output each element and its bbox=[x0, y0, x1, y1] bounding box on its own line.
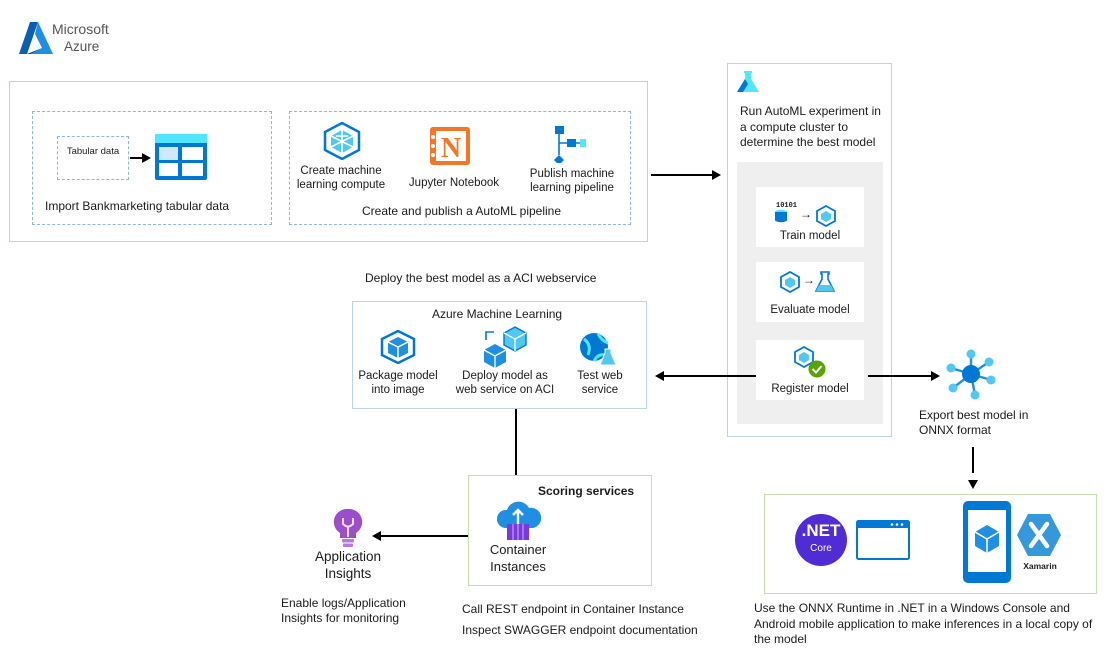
scoring-title: Scoring services bbox=[538, 484, 635, 498]
console-window-icon bbox=[856, 520, 910, 560]
evaluate-model-step bbox=[756, 262, 864, 322]
register-to-onnx-line bbox=[868, 375, 932, 377]
scoring-to-insights-line bbox=[381, 535, 468, 537]
dotnet-core-icon bbox=[795, 514, 847, 566]
onnx-to-runtime-line bbox=[972, 447, 974, 473]
dotnet-label: .NET bbox=[801, 521, 841, 540]
pipeline-to-automl-line bbox=[651, 174, 713, 176]
evaluate-model-icon bbox=[780, 271, 800, 293]
application-insights-label: Application Insights bbox=[314, 549, 382, 581]
ml-compute-icon bbox=[323, 122, 361, 160]
application-insights-caption: Enable logs/Application Insights for mon… bbox=[281, 596, 406, 625]
tabular-arrow-head bbox=[142, 153, 151, 163]
train-model-icon bbox=[816, 205, 836, 227]
import-caption: Import Bankmarketing tabular data bbox=[45, 199, 230, 213]
rest-line2: Inspect SWAGGER endpoint documentation bbox=[462, 623, 698, 637]
pipeline-caption: Create and publish a AutoML pipeline bbox=[362, 204, 562, 218]
dotnet-core-label: Core bbox=[810, 543, 832, 554]
deploy-caption: Deploy the best model as a ACI webservic… bbox=[365, 271, 597, 285]
evaluate-model-label: Evaluate model bbox=[770, 304, 850, 316]
ml-pipeline-icon bbox=[554, 126, 586, 163]
onnx-model-icon bbox=[946, 349, 996, 400]
tabular-data-label: Tabular data bbox=[66, 146, 120, 157]
register-to-aml-line bbox=[664, 375, 756, 377]
train-model-label: Train model bbox=[779, 230, 841, 242]
automl-title: Run AutoML experiment in a compute clust… bbox=[740, 104, 881, 149]
package-model-icon bbox=[380, 330, 416, 364]
jupyter-label: Jupyter Notebook bbox=[408, 177, 500, 189]
register-model-icon bbox=[794, 346, 814, 368]
flask-icon bbox=[815, 271, 835, 292]
logo-line2: Azure bbox=[64, 39, 100, 54]
package-model-label: Package model into image bbox=[358, 370, 438, 396]
jupyter-notebook-icon: N bbox=[430, 127, 470, 165]
test-web-service-icon bbox=[580, 333, 617, 366]
xamarin-icon bbox=[1017, 514, 1061, 556]
tabular-arrow-line bbox=[130, 157, 143, 159]
scoring-to-insights-head bbox=[372, 531, 381, 541]
deploy-model-label: Deploy model as web service on ACI bbox=[455, 370, 555, 396]
data-cylinder-icon bbox=[775, 209, 787, 223]
evaluate-arrow-icon: → bbox=[803, 273, 815, 287]
train-model-step bbox=[756, 187, 864, 247]
container-instances-icon bbox=[497, 501, 541, 540]
register-model-label: Register model bbox=[771, 383, 849, 395]
register-to-aml-head bbox=[655, 371, 664, 381]
rest-line1: Call REST endpoint in Container Instance bbox=[462, 602, 684, 616]
register-to-onnx-head bbox=[931, 371, 940, 381]
runtime-caption: Use the ONNX Runtime in .NET in a Window… bbox=[754, 601, 1093, 646]
onnx-caption: Export best model in ONNX format bbox=[919, 408, 1029, 437]
test-web-service-label: Test web service bbox=[577, 370, 623, 396]
deploy-model-icon bbox=[483, 326, 527, 368]
xamarin-label: Xamarin bbox=[1023, 561, 1057, 571]
ml-compute-label: Create machine learning compute bbox=[296, 165, 386, 191]
ml-pipeline-label: Publish machine learning pipeline bbox=[529, 168, 615, 194]
azure-ml-title: Azure Machine Learning bbox=[432, 307, 563, 321]
mobile-device-icon bbox=[963, 501, 1011, 583]
container-instances-label: Container Instances bbox=[489, 542, 547, 574]
onnx-to-runtime-head bbox=[968, 480, 978, 489]
train-arrow-icon: → bbox=[800, 207, 812, 221]
logo-line1: Microsoft bbox=[52, 21, 109, 37]
scoring-services-panel bbox=[468, 475, 652, 586]
svg-text:N: N bbox=[441, 133, 461, 164]
pipeline-to-automl-head bbox=[712, 170, 721, 180]
train-bits-label: 10101 bbox=[776, 202, 798, 210]
application-insights-icon bbox=[333, 508, 363, 547]
tabular-data-box bbox=[57, 136, 129, 180]
table-icon bbox=[155, 134, 207, 180]
ml-workspace-icon bbox=[737, 71, 759, 92]
aml-to-scoring-line bbox=[515, 409, 517, 492]
check-icon bbox=[808, 360, 826, 378]
azure-logo-icon bbox=[19, 22, 53, 54]
